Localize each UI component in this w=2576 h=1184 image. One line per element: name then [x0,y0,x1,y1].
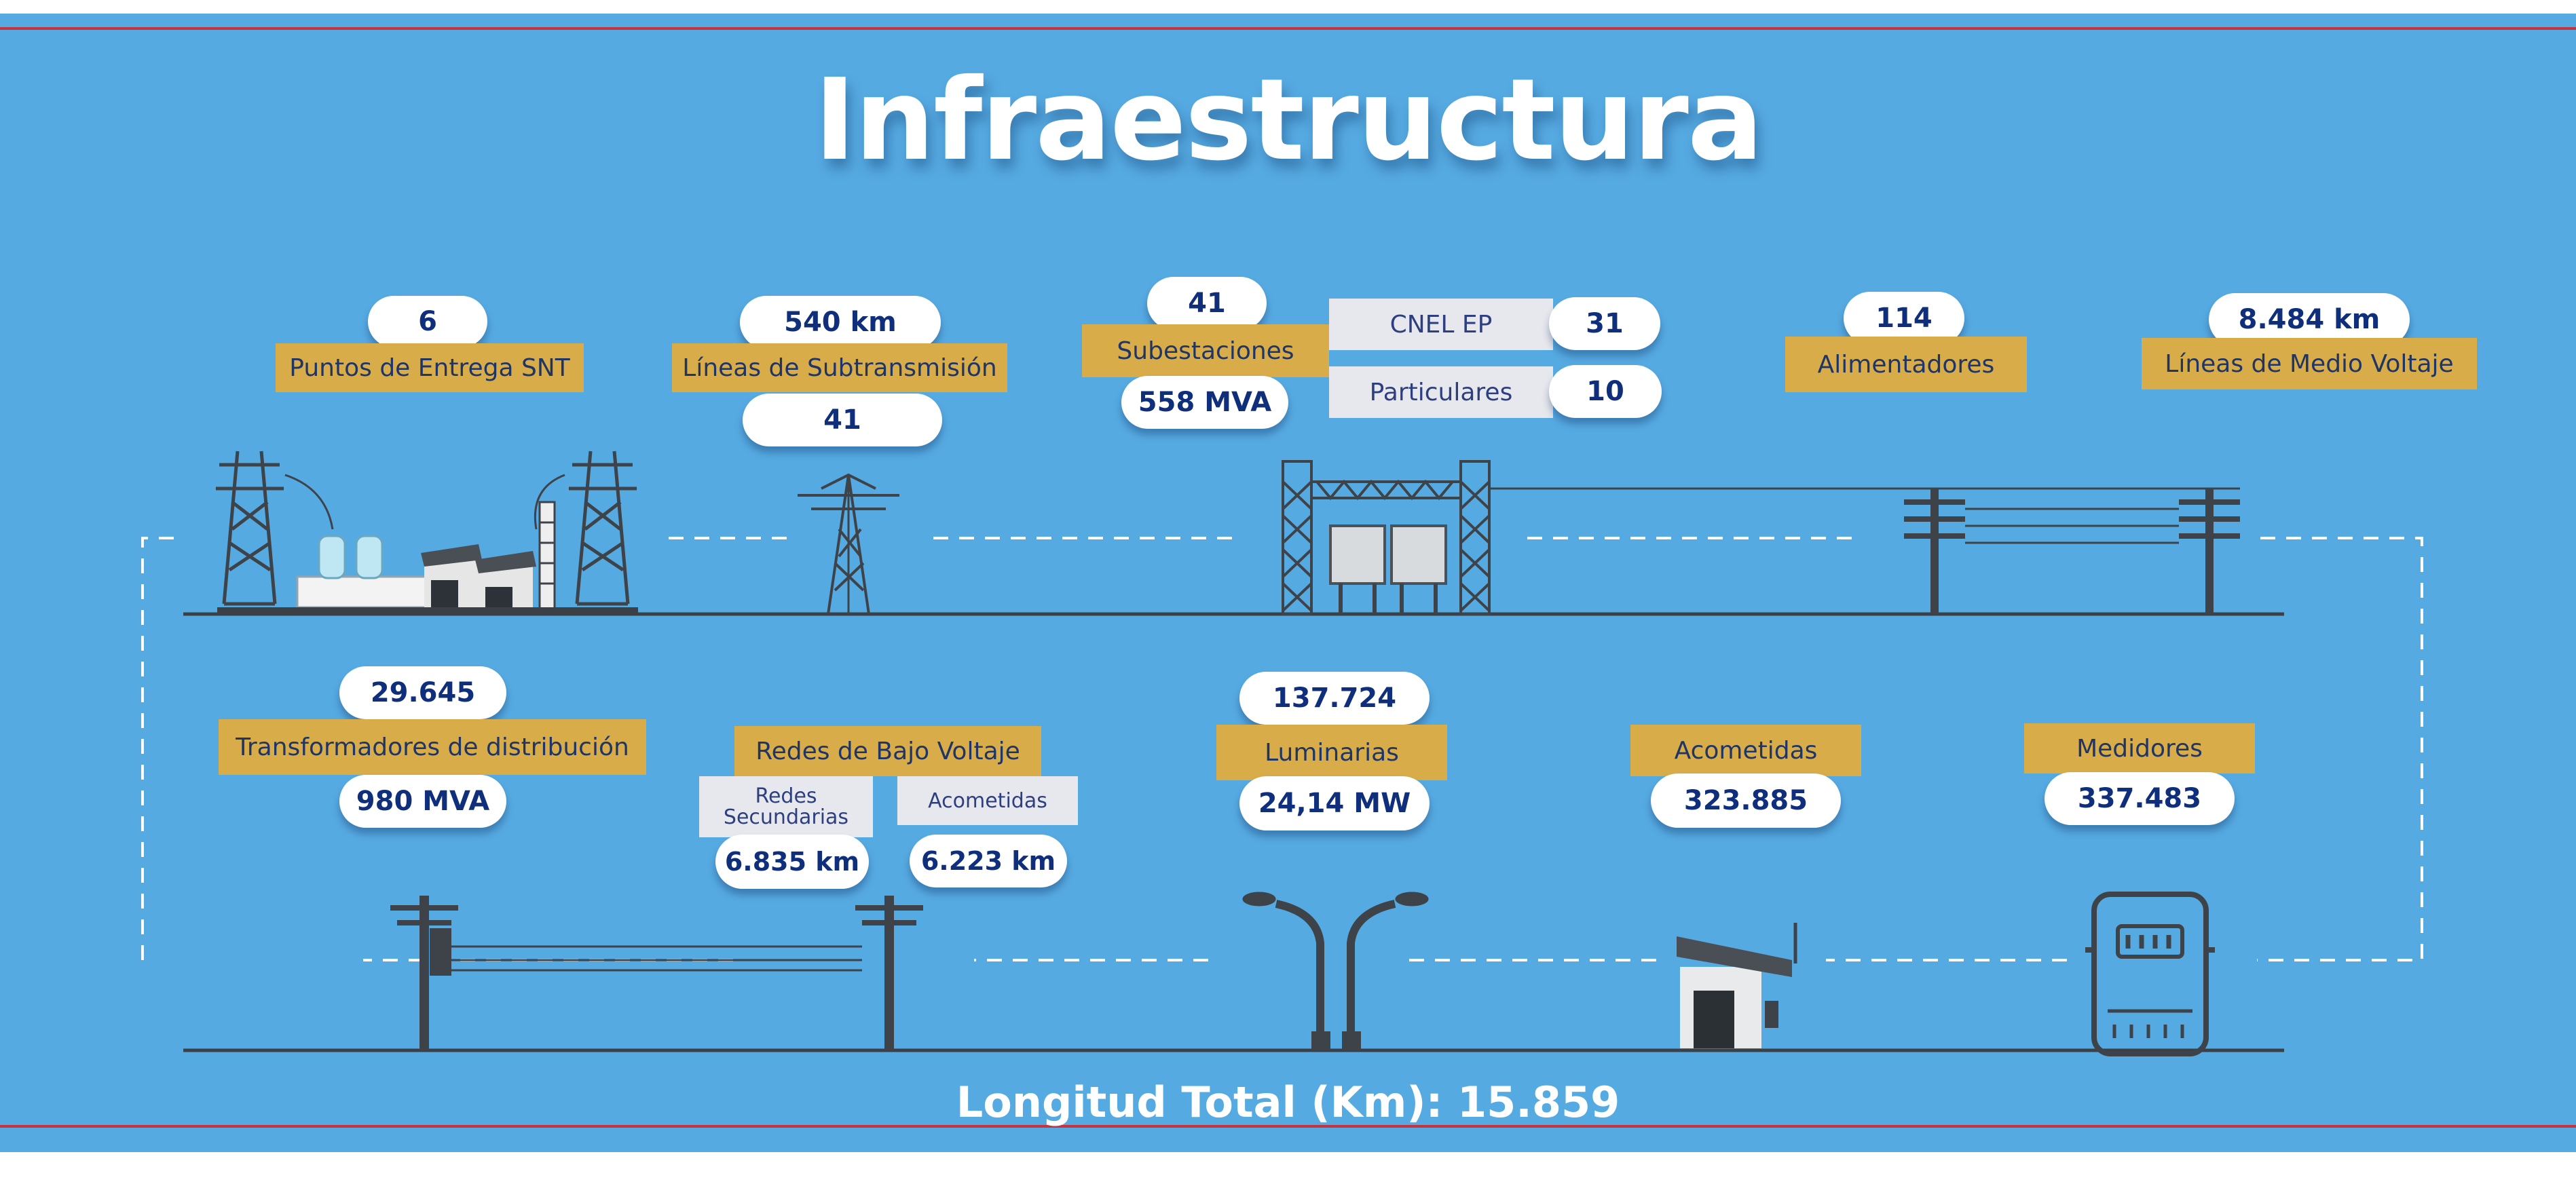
top-border-line [0,27,2576,30]
alimentadores-label: Alimentadores [1785,337,2027,392]
page-title: Infraestructura [814,55,1763,186]
lineas-subtransmision-label: Líneas de Subtransmisión [672,343,1007,392]
subestaciones-particulares-label: Particulares [1329,366,1553,418]
subestaciones-capacity: 558 MVA [1121,376,1288,429]
medidores-value: 337.483 [2045,772,2235,825]
lineas-subtransmision-value: 540 km [740,296,941,349]
distribution-transformer-pole-icon [390,896,923,1050]
utility-pole-icon [1904,489,2240,614]
subestaciones-cnel-ep-value: 31 [1549,297,1660,350]
acometidas-label: Acometidas [1630,725,1861,776]
total-length-footer: Longitud Total (Km): 15.859 [956,1077,1620,1127]
transformadores-capacity: 980 MVA [339,775,506,828]
puntos-entrega-value: 6 [368,296,487,347]
network-illustration [141,451,2423,1056]
infographic-panel: Infraestructura [0,14,2576,1152]
power-plant-icon [216,451,637,606]
electric-meter-icon [2085,892,2215,1056]
subestaciones-value: 41 [1147,277,1267,330]
transformadores-label: Transformadores de distribución [219,719,646,775]
house-connection-icon [1677,923,1797,1048]
lineas-medio-voltaje-value: 8.484 km [2209,293,2410,346]
subestaciones-cnel-ep-label: CNEL EP [1329,299,1553,350]
acometidas-bt-label: Acometidas [897,776,1078,825]
subestaciones-label: Subestaciones [1082,324,1329,377]
substation-icon [1282,460,2240,615]
lineas-medio-voltaje-label: Líneas de Medio Voltaje [2142,338,2477,389]
street-lamp-icon [1242,892,1429,1050]
power-plant-buildings [217,501,638,614]
redes-bajo-voltaje-label: Redes de Bajo Voltaje [734,726,1041,776]
luminarias-label: Luminarias [1216,725,1447,780]
transmission-tower-icon [798,473,899,615]
acometidas-value: 323.885 [1651,774,1841,828]
puntos-entrega-label: Puntos de Entrega SNT [276,343,584,392]
lineas-subtransmision-count: 41 [743,394,942,446]
transformadores-value: 29.645 [339,666,506,719]
alimentadores-value: 114 [1844,292,1964,345]
redes-secundarias-label: Redes Secundarias [699,776,873,837]
luminarias-power: 24,14 MW [1239,776,1430,830]
acometidas-bt-value: 6.223 km [910,835,1067,887]
medidores-label: Medidores [2024,723,2255,774]
luminarias-value: 137.724 [1239,672,1430,725]
subestaciones-particulares-value: 10 [1549,365,1662,418]
bottom-border-line [0,1125,2576,1128]
redes-secundarias-value: 6.835 km [715,835,869,889]
